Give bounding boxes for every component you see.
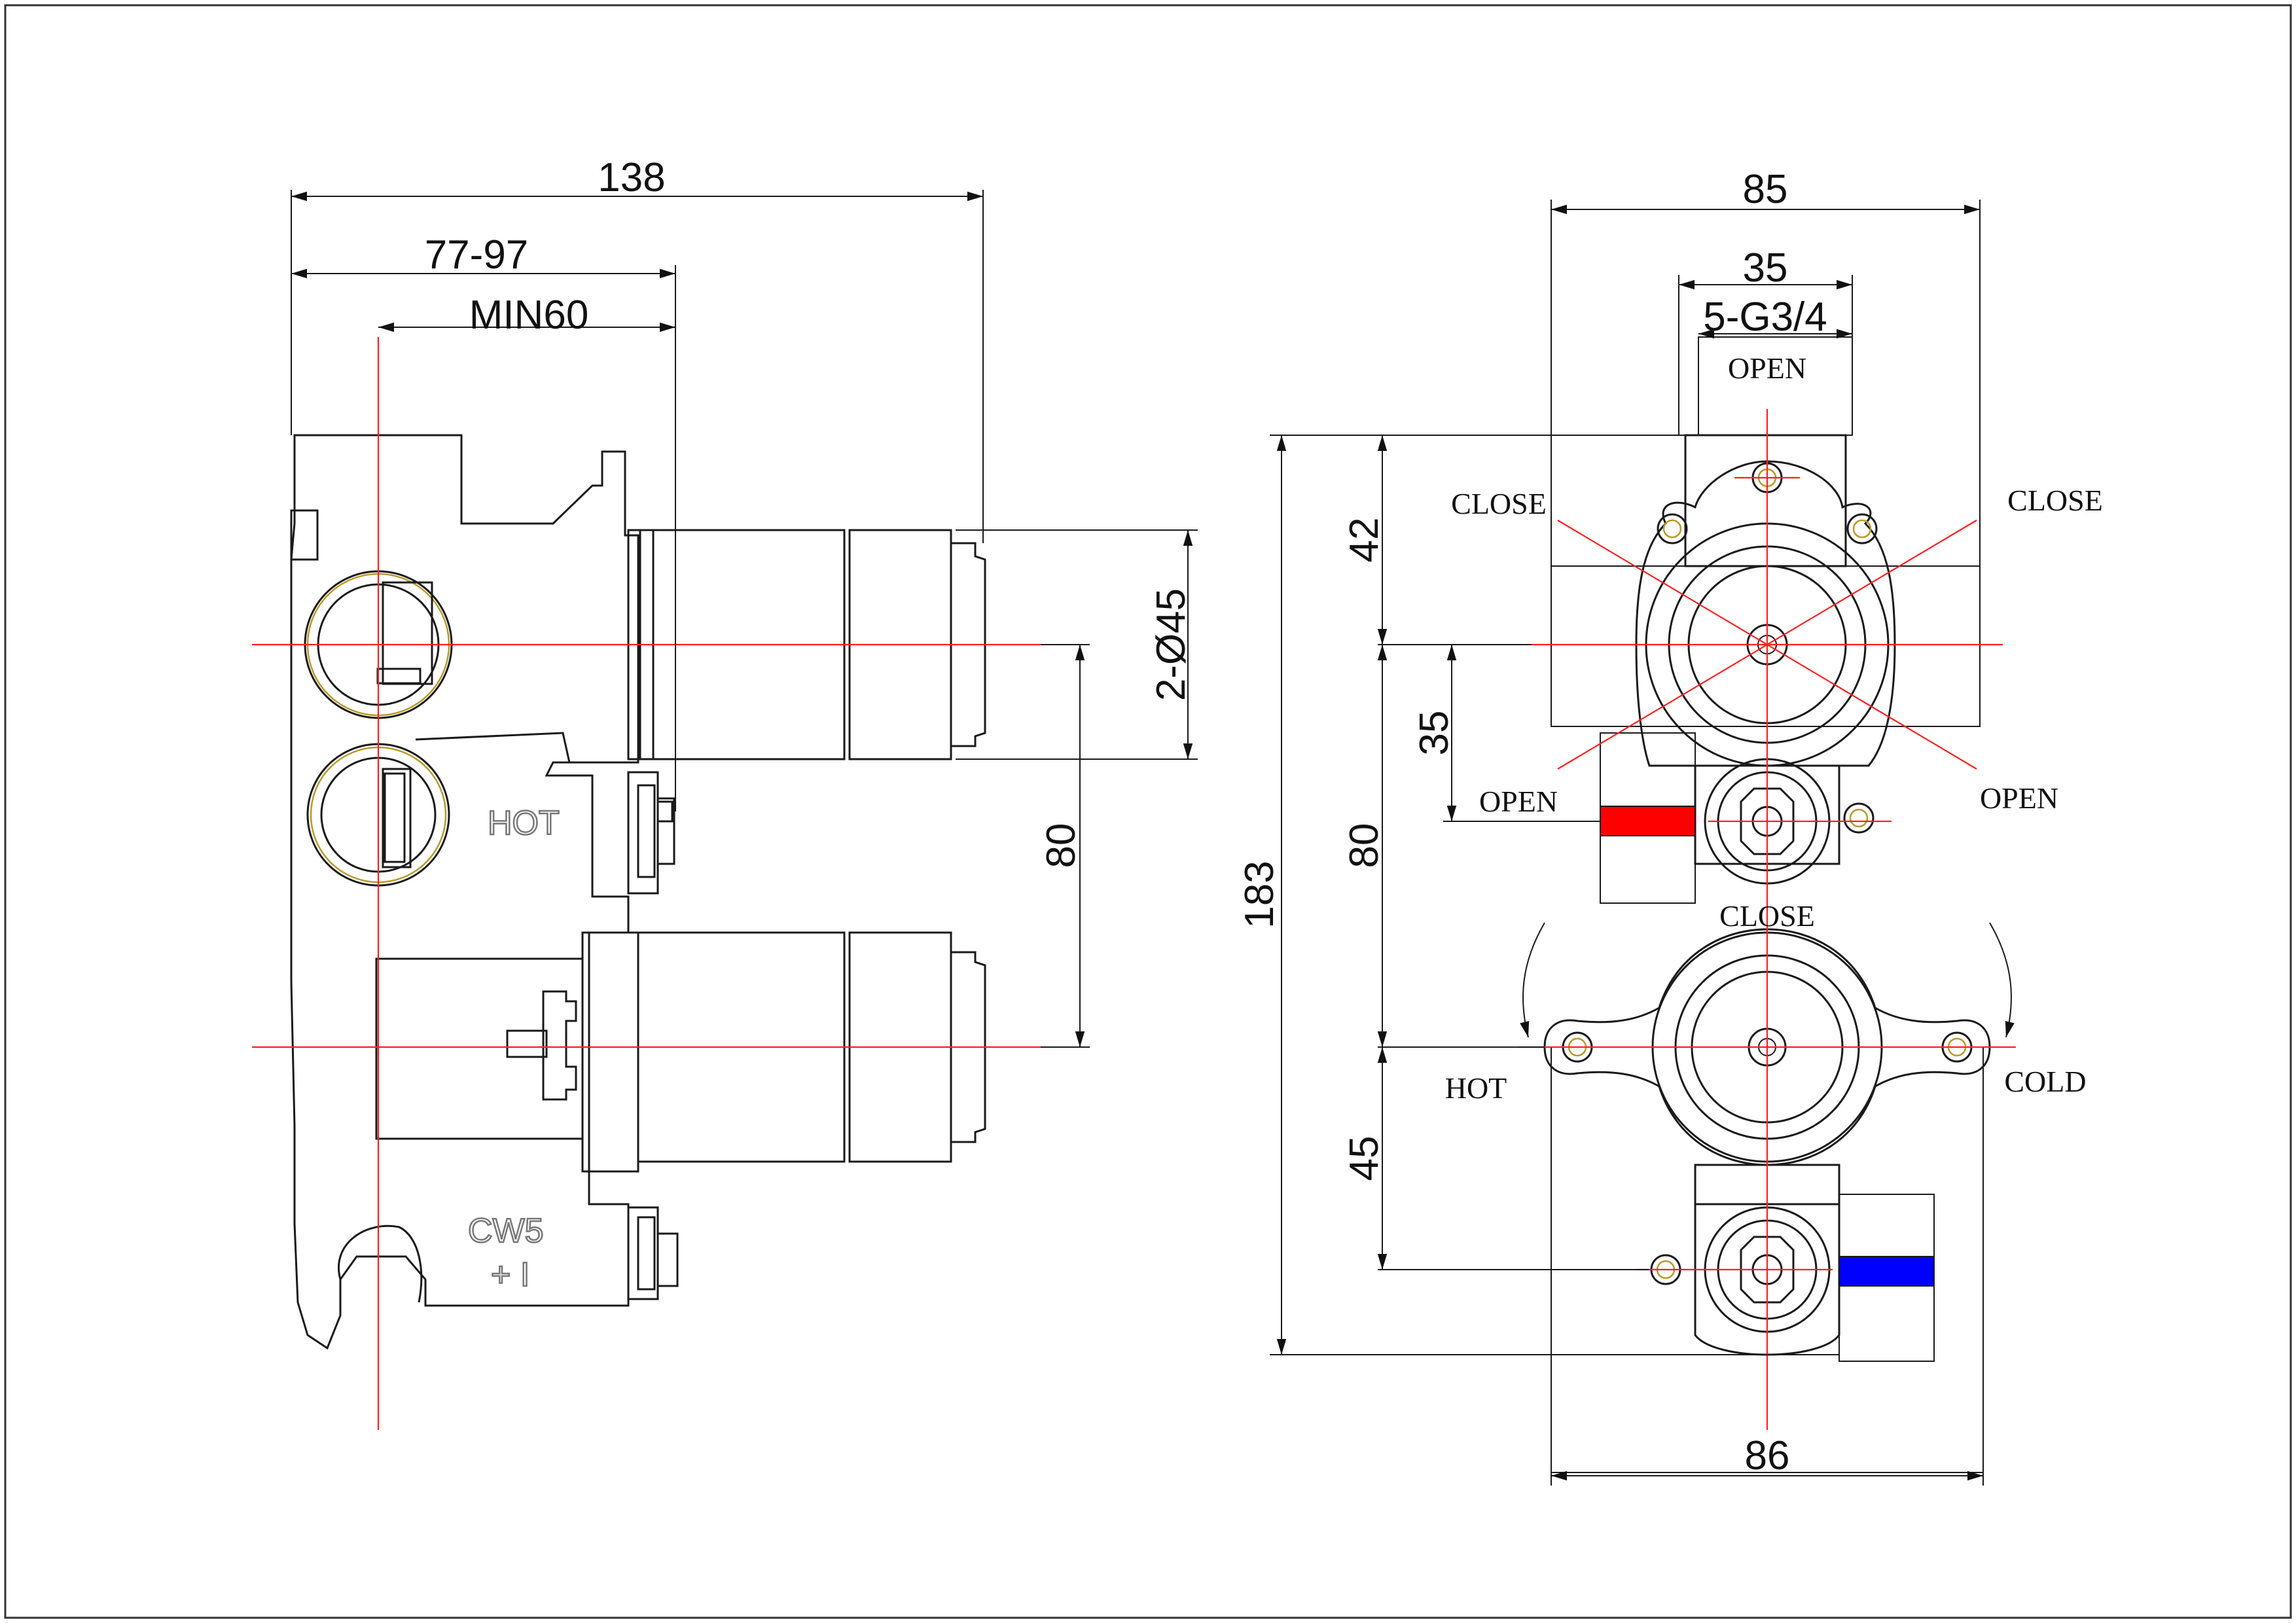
dim-45: 45 bbox=[1342, 1136, 1387, 1181]
dim-min60: MIN60 bbox=[469, 293, 589, 338]
dim-183: 183 bbox=[1237, 861, 1282, 928]
embossed-hot: HOT bbox=[488, 804, 560, 842]
label-close-mid: CLOSE bbox=[1719, 899, 1815, 933]
dim-77-97: 77-97 bbox=[425, 232, 529, 277]
dim-2-dia45: 2-Ø45 bbox=[1149, 588, 1194, 701]
dim-35-side: 35 bbox=[1412, 711, 1457, 756]
cold-indicator-bar bbox=[1839, 1256, 1935, 1287]
dim-86: 86 bbox=[1745, 1433, 1790, 1478]
lower-cartridge bbox=[375, 957, 584, 1140]
dim-5-g3-4: 5-G3/4 bbox=[1703, 294, 1827, 340]
label-hot: HOT bbox=[1445, 1071, 1507, 1105]
side-dimensions: 138 77-97 MIN60 2-Ø45 80 bbox=[291, 155, 1198, 1048]
dim-138: 138 bbox=[598, 155, 665, 200]
embossed-sign: + I bbox=[491, 1256, 529, 1294]
dim-80-side: 80 bbox=[1039, 823, 1084, 868]
embossed-cw5: CW5 bbox=[468, 1212, 544, 1250]
front-upper-body bbox=[1635, 460, 1896, 767]
front-labels: OPEN CLOSE CLOSE OPEN OPEN CLOSE HOT COL… bbox=[1445, 351, 2103, 1105]
hot-indicator-bar bbox=[1600, 806, 1696, 836]
label-cold: COLD bbox=[2004, 1065, 2086, 1098]
label-open-left: OPEN bbox=[1479, 785, 1558, 818]
label-close-right: CLOSE bbox=[2007, 484, 2103, 517]
label-open-right: OPEN bbox=[1980, 781, 2058, 815]
label-open-top: OPEN bbox=[1728, 351, 1806, 385]
dim-85: 85 bbox=[1743, 167, 1788, 212]
drawing-border bbox=[4, 4, 2292, 1619]
dim-42: 42 bbox=[1342, 518, 1387, 563]
front-view bbox=[1518, 336, 2016, 1473]
dim-35-top: 35 bbox=[1743, 245, 1788, 291]
side-top-lug bbox=[290, 509, 319, 561]
side-body-outline bbox=[290, 434, 639, 1350]
dim-80-front: 80 bbox=[1342, 823, 1387, 868]
side-view: HOT CW5 + I bbox=[252, 337, 1041, 1430]
front-dimensions: 85 35 5-G3/4 183 42 35 80 45 86 bbox=[1237, 167, 1984, 1486]
label-close-left: CLOSE bbox=[1451, 487, 1547, 520]
